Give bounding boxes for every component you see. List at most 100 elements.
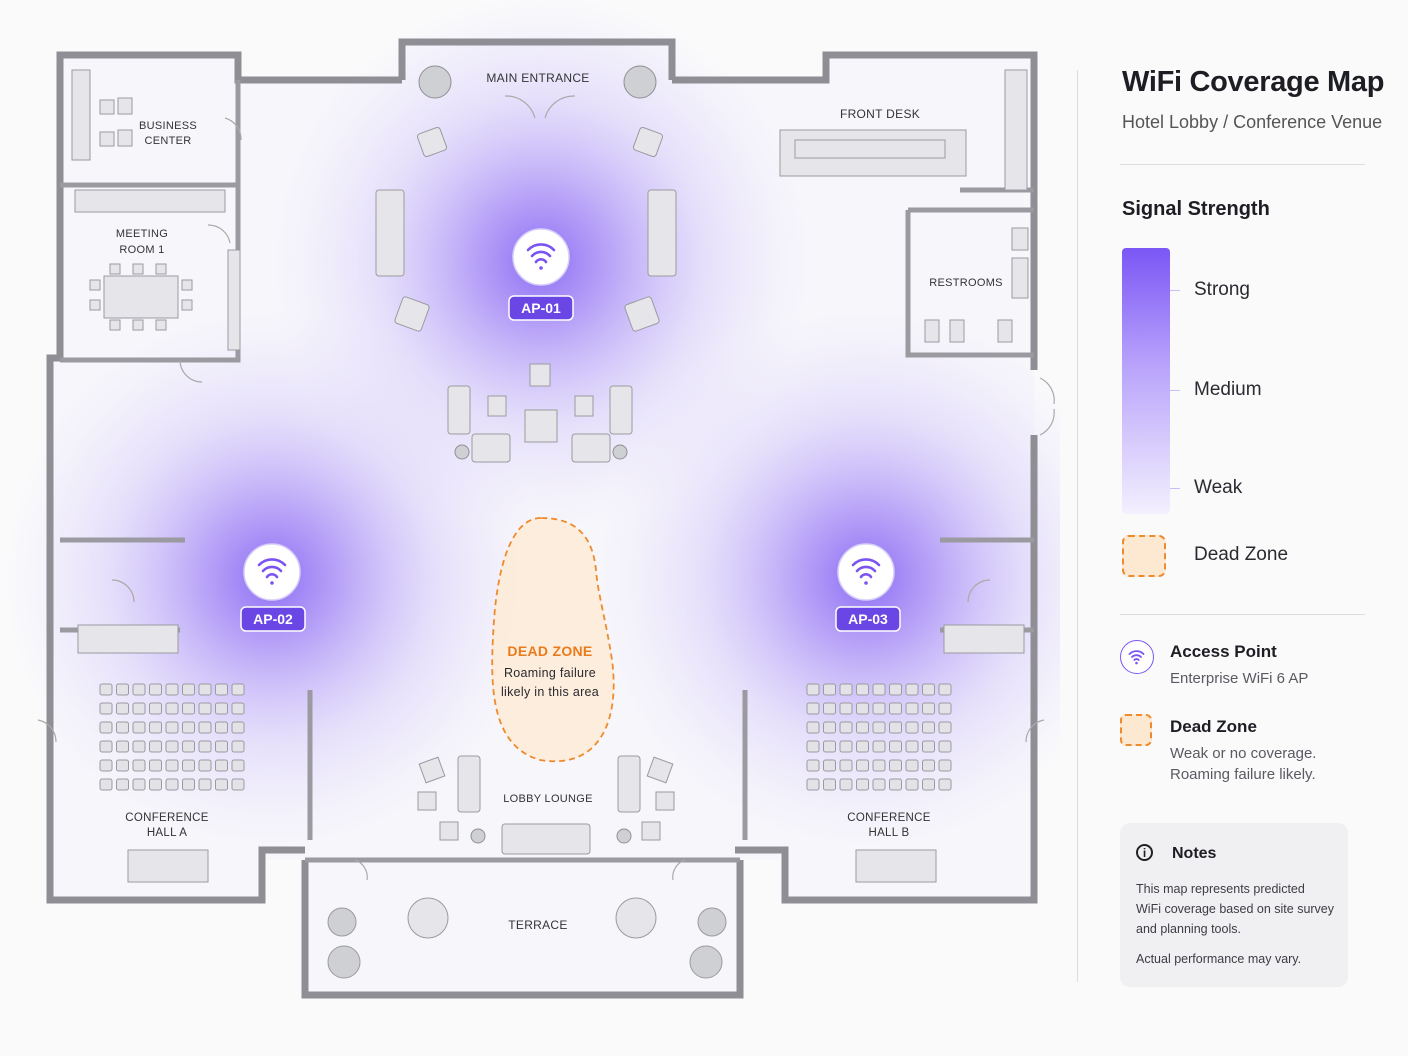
seat — [132, 683, 146, 696]
seat — [938, 683, 952, 696]
seat — [231, 759, 245, 772]
business-center-furniture — [71, 69, 226, 213]
terrace-tables — [327, 897, 727, 979]
seat — [132, 702, 146, 715]
seat — [99, 683, 113, 696]
seat — [889, 702, 902, 715]
gradient-label-medium: Medium — [1194, 379, 1262, 400]
seat — [922, 778, 935, 791]
dead-zone-area — [491, 517, 615, 763]
notes-line-2: WiFi coverage based on site survey — [1136, 902, 1335, 916]
conference-hall-b-seating — [806, 683, 952, 791]
signal-gradient-bar — [1122, 248, 1170, 514]
seat — [872, 721, 886, 734]
legend-panel: WiFi Coverage Map Hotel Lobby / Conferen… — [1078, 0, 1408, 1056]
seat — [905, 683, 919, 696]
seat — [872, 740, 886, 753]
wifi-icon — [1128, 650, 1145, 665]
divider — [1120, 614, 1365, 615]
seat — [905, 740, 919, 753]
seat — [231, 778, 245, 791]
room-label-business-center-1: BUSINESS — [139, 120, 197, 132]
conference-hall-a-seating — [99, 683, 245, 791]
seat — [99, 778, 113, 791]
room-label-conf-b-2: HALL B — [868, 827, 909, 839]
notes-line-3: and planning tools. — [1136, 922, 1241, 936]
seat — [806, 778, 820, 791]
seat — [856, 683, 869, 696]
seat — [231, 740, 245, 753]
seat — [856, 721, 869, 734]
seat — [922, 683, 935, 696]
seat — [198, 702, 212, 715]
ap-marker-03[interactable]: AP-03 — [835, 543, 901, 632]
seat — [182, 702, 195, 715]
seat — [149, 759, 162, 772]
legend-ap-title: Access Point — [1170, 642, 1277, 661]
restroom-fixtures — [924, 227, 1029, 343]
seat — [922, 740, 935, 753]
seat — [215, 683, 228, 696]
signal-strength-heading: Signal Strength — [1122, 198, 1270, 220]
divider — [1120, 164, 1365, 165]
seat — [806, 759, 820, 772]
seat — [839, 759, 853, 772]
dead-zone-title: DEAD ZONE — [507, 643, 592, 659]
seat — [116, 759, 129, 772]
seat — [182, 759, 195, 772]
seat — [806, 721, 820, 734]
seat — [823, 759, 836, 772]
ap-label-03: AP-03 — [848, 611, 888, 627]
seat — [889, 740, 902, 753]
seat — [198, 740, 212, 753]
seat — [165, 683, 179, 696]
dead-zone-swatch-label: Dead Zone — [1194, 544, 1289, 565]
wifi-icon — [851, 558, 881, 585]
notes-heading: Notes — [1172, 845, 1217, 862]
seat — [182, 778, 195, 791]
ap-label-02: AP-02 — [253, 611, 293, 627]
seat — [823, 702, 836, 715]
seat — [938, 740, 952, 753]
notes-line-4: Actual performance may vary. — [1136, 952, 1302, 966]
seat — [132, 721, 146, 734]
seat — [872, 778, 886, 791]
ap-label-01: AP-01 — [521, 300, 561, 316]
seat — [198, 683, 212, 696]
seat — [856, 702, 869, 715]
seat — [198, 778, 212, 791]
entrance-planters — [418, 65, 657, 844]
lounge-furniture — [417, 755, 675, 855]
seat — [215, 778, 228, 791]
seat — [132, 778, 146, 791]
access-point-legend-icon — [1120, 640, 1154, 674]
seat — [99, 759, 113, 772]
seat — [116, 702, 129, 715]
info-icon: i — [1136, 844, 1153, 861]
ap-marker-01[interactable]: AP-01 — [508, 228, 574, 321]
legend-dz-desc-2: Roaming failure likely. — [1170, 766, 1316, 783]
seat — [938, 721, 952, 734]
seat — [116, 683, 129, 696]
dead-zone-legend-icon — [1120, 714, 1152, 746]
seat — [823, 778, 836, 791]
seat — [116, 778, 129, 791]
seat — [856, 759, 869, 772]
seat — [165, 702, 179, 715]
room-label-terrace: TERRACE — [508, 918, 567, 932]
seat — [823, 740, 836, 753]
seat — [905, 702, 919, 715]
seat — [839, 721, 853, 734]
seat — [922, 721, 935, 734]
seat — [165, 759, 179, 772]
seat — [839, 740, 853, 753]
ap-marker-02[interactable]: AP-02 — [240, 543, 306, 632]
seat — [872, 683, 886, 696]
room-label-conf-a-1: CONFERENCE — [125, 812, 209, 824]
room-label-lobby-lounge: LOBBY LOUNGE — [503, 793, 593, 805]
seat — [231, 702, 245, 715]
seat — [856, 740, 869, 753]
seat — [99, 740, 113, 753]
seat — [116, 721, 129, 734]
seat — [231, 721, 245, 734]
